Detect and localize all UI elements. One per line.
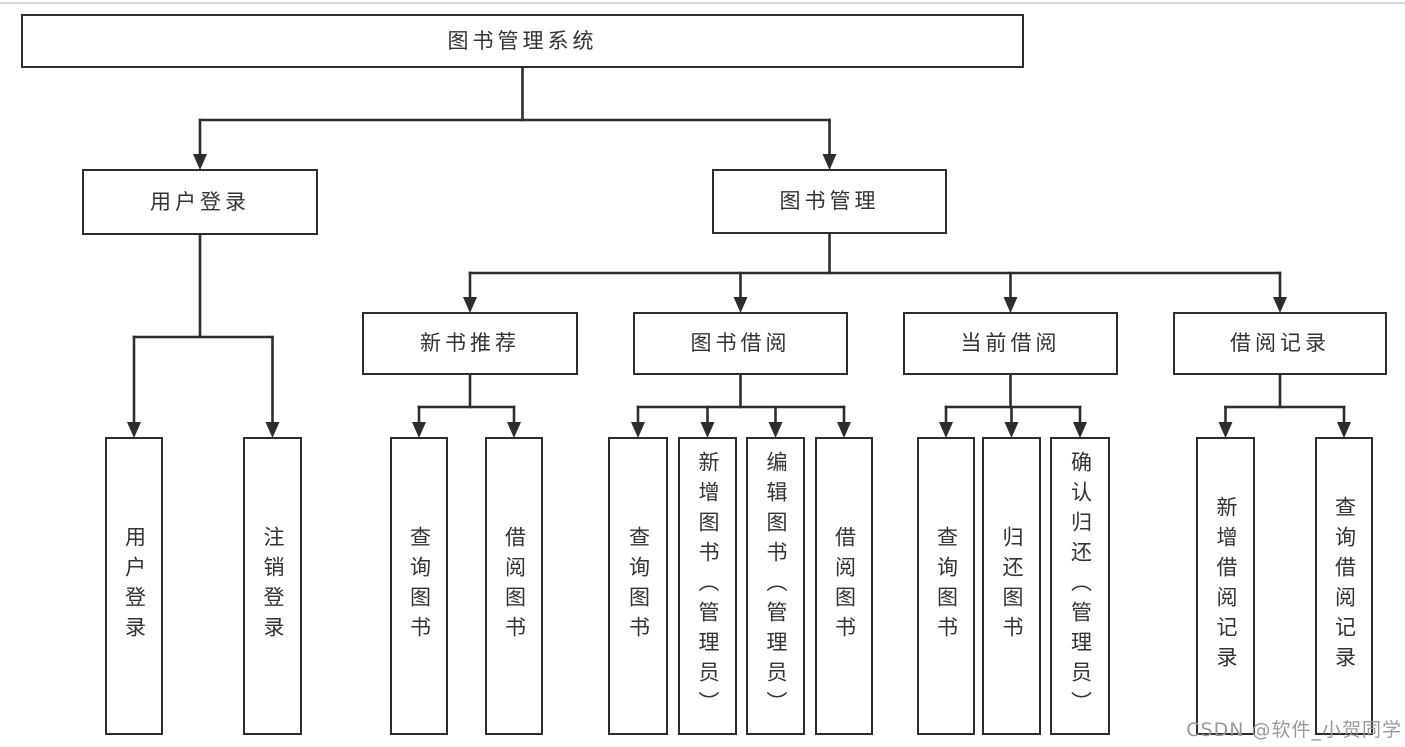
node-label: 注销登录 [261,526,285,646]
node-new-book-rec: 新书推荐 [362,312,578,375]
node-label: 借阅图书 [502,526,527,646]
arrowhead [507,422,521,438]
node-root: 图书管理系统 [21,14,1024,68]
node-label: 图书管理系统 [447,28,598,53]
node-label: 用户登录 [150,189,250,214]
node-label: 查询图书 [934,526,959,646]
node-label: 查询借阅记录 [1332,496,1357,676]
node-leaf-return-books: 归还图书 [982,437,1041,735]
watermark: CSDN @软件_小贺同学 [1186,719,1402,741]
arrowhead [412,422,426,438]
node-label: 图书借阅 [690,331,791,355]
node-leaf-user-login: 用户登录 [105,437,163,735]
node-book-borrow: 图书借阅 [633,312,848,375]
node-leaf-borrow-books-2: 借阅图书 [815,437,873,735]
node-label: 借阅图书 [832,526,857,646]
node-label: 查询图书 [407,526,432,646]
arrowhead [733,297,748,313]
arrowhead [127,422,141,438]
node-label: 借阅记录 [1230,331,1330,355]
arrowhead [1004,422,1019,438]
top-hairline [0,2,1405,4]
node-label: 用户登录 [122,526,147,646]
arrowhead [1003,297,1018,313]
node-label: 确认归还（管理员） [1068,451,1093,721]
node-leaf-query-borrow-record: 查询借阅记录 [1315,437,1373,735]
node-label: 当前借阅 [960,331,1061,355]
arrowhead [939,422,953,438]
node-borrow-records: 借阅记录 [1173,312,1387,375]
node-label: 编辑图书（管理员） [764,451,788,721]
node-leaf-query-books-2: 查询图书 [608,437,668,735]
node-label: 归还图书 [1000,526,1024,646]
node-leaf-confirm-return-admin: 确认归还（管理员） [1050,437,1110,735]
arrowhead [837,422,851,438]
node-label: 查询图书 [626,526,651,646]
arrowhead [1337,422,1351,438]
node-leaf-query-books-1: 查询图书 [390,437,448,735]
node-leaf-add-borrow-record: 新增借阅记录 [1196,437,1255,735]
node-leaf-logout: 注销登录 [243,437,302,735]
node-leaf-borrow-books-1: 借阅图书 [485,437,543,735]
node-label: 图书管理 [779,189,880,213]
arrowhead [1073,422,1087,438]
arrowhead [768,422,783,438]
node-user-login: 用户登录 [82,169,318,235]
arrowhead [822,154,837,170]
arrowhead [700,422,715,438]
arrowhead [265,422,280,438]
arrowhead [463,297,477,313]
node-label: 新增图书（管理员） [696,451,720,721]
arrowhead [1218,422,1233,438]
arrowhead [631,422,645,438]
node-leaf-add-book-admin: 新增图书（管理员） [678,437,737,735]
node-leaf-edit-book-admin: 编辑图书（管理员） [746,437,805,735]
node-label: 新书推荐 [420,331,520,355]
node-current-borrow: 当前借阅 [903,312,1118,375]
arrowhead [193,154,207,170]
node-label: 新增借阅记录 [1214,496,1238,676]
node-book-mgmt: 图书管理 [712,169,947,234]
arrowhead [1273,297,1287,313]
node-leaf-query-books-3: 查询图书 [917,437,975,735]
